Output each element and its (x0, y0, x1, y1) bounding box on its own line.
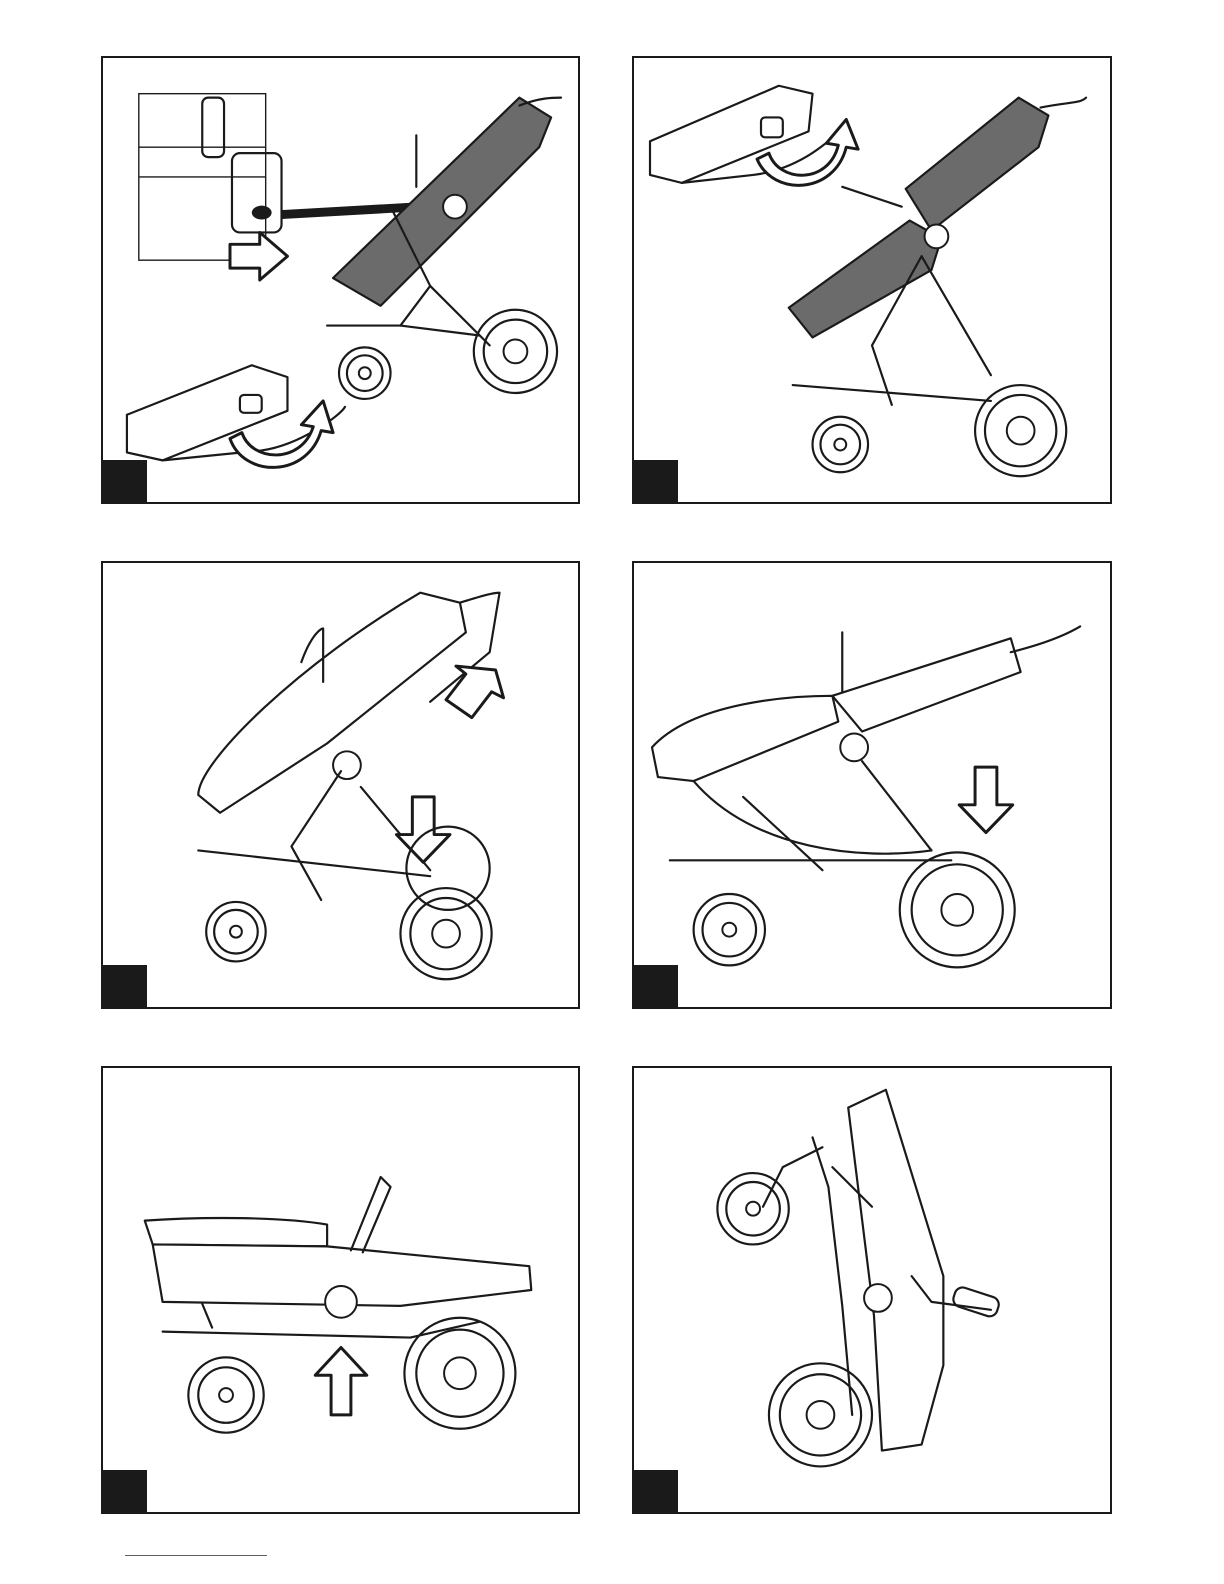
step-tab (103, 1470, 147, 1512)
stroller-stand-illustration (634, 1068, 1110, 1512)
stroller-folded-illustration (103, 1068, 578, 1512)
down-arrow-icon (959, 767, 1013, 832)
step-tab (103, 460, 147, 502)
step-tab (634, 965, 678, 1007)
stroller-recline-illustration (634, 58, 1110, 502)
stroller-fold-illustration (634, 563, 1110, 1007)
instruction-panel-6 (632, 1066, 1112, 1514)
footer-rule (125, 1555, 267, 1556)
press-arrow-icon (446, 666, 503, 718)
step-tab (103, 965, 147, 1007)
down-arrow-icon (396, 797, 450, 862)
instruction-panel-4 (632, 561, 1112, 1009)
instruction-panel-3 (101, 561, 580, 1009)
step-tab (634, 1470, 678, 1512)
instruction-panel-1 (101, 56, 580, 504)
up-arrow-icon (315, 1347, 367, 1414)
stroller-fold-illustration (103, 563, 578, 1007)
instruction-panel-5 (101, 1066, 580, 1514)
instruction-panel-2 (632, 56, 1112, 504)
stroller-recline-illustration (103, 58, 578, 502)
step-tab (634, 460, 678, 502)
push-arrow-icon (230, 232, 287, 280)
